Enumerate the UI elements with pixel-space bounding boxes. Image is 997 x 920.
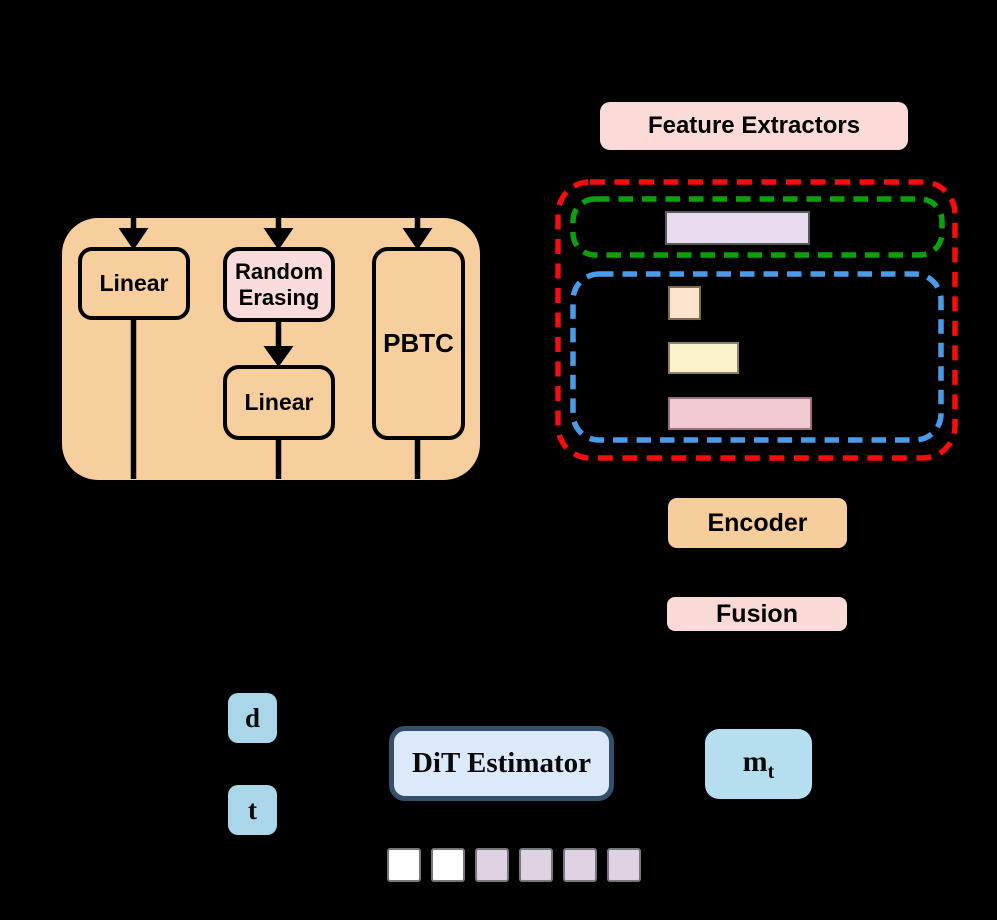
feature-bar-lavender [665,211,810,245]
dit-estimator-box: DiT Estimator [389,726,614,801]
fusion-label: Fusion [716,599,798,628]
token-square [563,848,597,882]
dit-estimator-label: DiT Estimator [411,747,592,779]
encoder-box: Encoder [668,498,847,548]
fusion-box: Fusion [667,597,847,631]
feature-extractors-label: Feature Extractors [600,102,908,150]
token-square [519,848,553,882]
feature-bar-rose [668,397,812,430]
mt-box: mt [705,729,812,799]
red-dashed-group [555,179,958,461]
random-erasing-label: Random Erasing [235,259,323,310]
token-square [475,848,509,882]
token-square [431,848,465,882]
input-d-label: d [244,702,261,733]
feature-bar-cream [668,342,739,374]
encoder-label: Encoder [707,508,808,537]
token-square [607,848,641,882]
input-d-box: d [228,693,277,743]
token-row [387,848,641,882]
linear-mid-box: Linear [223,365,335,440]
feature-bar-peach [668,286,701,320]
mt-label: mt [742,744,775,783]
linear-mid-label: Linear [244,389,314,415]
arrow-heads [118,228,433,367]
arrow-stems [130,218,421,479]
blue-dashed-group [570,271,944,443]
green-dashed-group [570,196,945,258]
token-square [387,848,421,882]
linear-top-box: Linear [78,247,190,320]
random-erasing-box: Random Erasing [223,247,335,322]
feature-extractors-title: Feature Extractors [647,112,861,139]
pbtc-label: PBTC [383,328,454,358]
linear-top-label: Linear [99,270,169,296]
input-t-box: t [228,785,277,835]
input-t-label: t [248,794,257,825]
pbtc-box: PBTC [372,247,465,440]
